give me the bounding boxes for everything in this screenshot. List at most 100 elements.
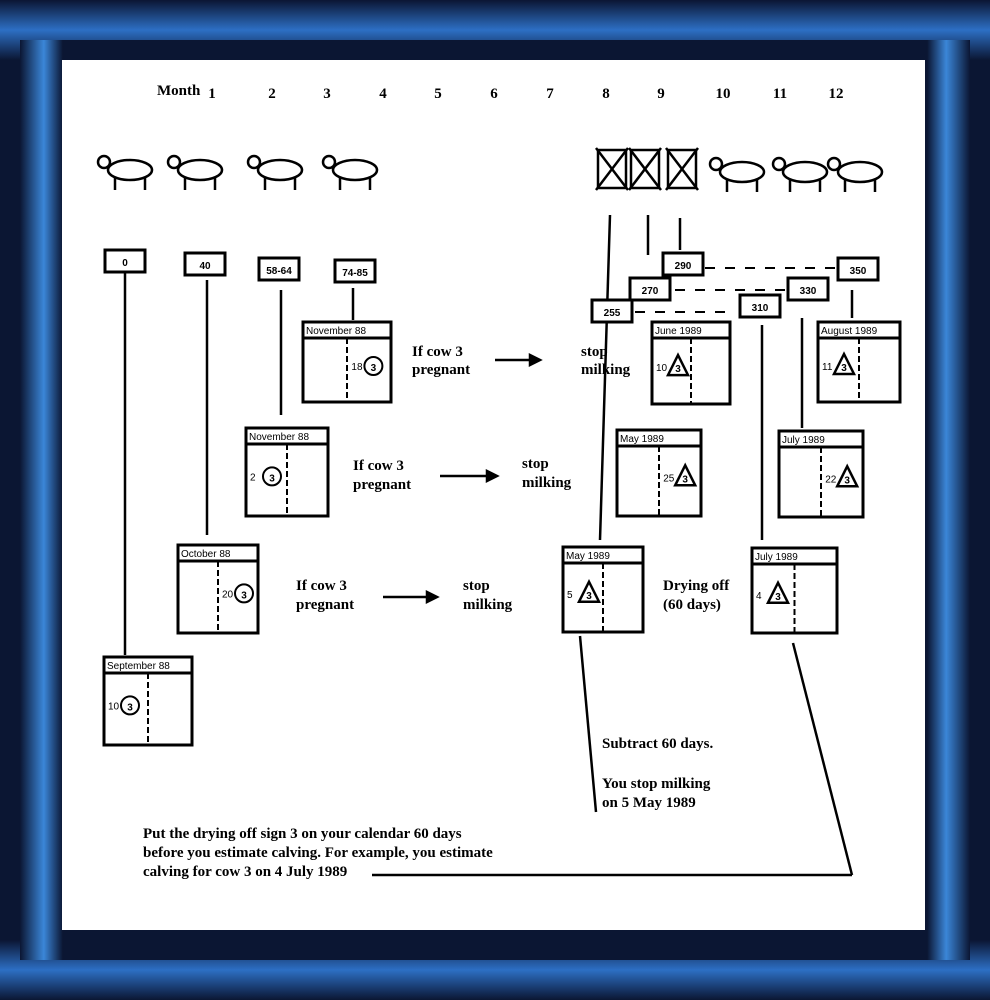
notes: If cow 3 pregnant stop milking If cow 3 …: [143, 344, 730, 880]
calendar-day: 10: [108, 701, 120, 712]
calendar-day: 11: [822, 362, 833, 373]
month-number: 6: [490, 86, 498, 102]
month-number: 10: [716, 86, 731, 102]
sign-number: 3: [682, 474, 688, 485]
day-tag: 270: [642, 286, 659, 297]
sign-number: 3: [241, 590, 247, 601]
sign-number: 3: [844, 475, 850, 486]
calendar-page: July 1989 4 3: [750, 546, 839, 635]
calendar-month: July 1989: [782, 435, 825, 446]
service-sign-icon: [363, 356, 384, 376]
footer-line-2: before you estimate calving. For example…: [143, 845, 493, 861]
calendar-month: June 1989: [655, 326, 702, 337]
day-tag-box: [333, 258, 377, 284]
day-tag: 350: [850, 266, 867, 277]
calendar-day: 2: [250, 472, 256, 483]
calendar-month: October 88: [181, 549, 231, 560]
calendar-month: May 1989: [620, 434, 664, 445]
day-tag-box: [786, 276, 830, 302]
month-number: 8: [602, 86, 610, 102]
calendar-month: May 1989: [566, 551, 610, 562]
sign-number: 3: [127, 702, 133, 713]
cow-icon: [246, 154, 304, 190]
day-tag: 0: [122, 258, 128, 269]
crossed-out-cow-icon: [595, 147, 629, 191]
month-number: 12: [829, 86, 844, 102]
day-tag-box: [628, 276, 672, 302]
month-number: 2: [268, 86, 276, 102]
cow-icon: [166, 154, 224, 190]
note-drying-off: Drying off: [663, 578, 730, 594]
drying-off-sign-icon: [765, 579, 791, 604]
footer-line-3: calving for cow 3 on 4 July 1989: [143, 864, 347, 880]
note-if-cow: If cow 3: [412, 344, 463, 360]
calendar-day: 10: [656, 363, 668, 374]
month-number: 5: [434, 86, 442, 102]
sign-number: 3: [775, 592, 781, 603]
day-tag-box: [590, 298, 634, 324]
note-subtract: Subtract 60 days.: [602, 736, 714, 752]
month-number: 1: [208, 86, 216, 102]
note-milking: milking: [581, 362, 631, 378]
month-number: 7: [546, 86, 554, 102]
note-pregnant: pregnant: [296, 597, 354, 613]
month-number: 4: [379, 86, 387, 102]
calendar-day: 20: [222, 589, 234, 600]
calendar-day: 18: [351, 362, 363, 373]
sign-number: 3: [586, 591, 592, 602]
service-sign-icon: [262, 466, 282, 487]
calendar-day: 25: [663, 473, 675, 484]
sign-number: 3: [269, 473, 275, 484]
day-tag-box: [103, 248, 147, 274]
footer-line-1: Put the drying off sign 3 on your calend…: [143, 826, 462, 842]
sign-number: 3: [841, 363, 847, 374]
sign-number: 3: [371, 363, 377, 374]
day-tag: 40: [199, 261, 211, 272]
note-date: on 5 May 1989: [602, 795, 696, 811]
calendar-day: 22: [825, 474, 837, 485]
calendar-day: 4: [756, 591, 762, 602]
note-if-cow: If cow 3: [353, 458, 404, 474]
cow-illustrations: [96, 147, 884, 192]
sign-number: 3: [675, 364, 681, 375]
calendar-month: July 1989: [755, 552, 798, 563]
day-tag: 310: [752, 303, 769, 314]
day-tag-box: [738, 293, 782, 319]
note-milking: milking: [463, 597, 513, 613]
drying-off-sign-icon: [673, 462, 698, 487]
note-if-cow: If cow 3: [296, 578, 347, 594]
calendar-page: June 1989 10 3: [650, 320, 732, 406]
crossed-out-cow-icon: [665, 147, 699, 191]
day-tag: 290: [675, 261, 692, 272]
cow-icon: [708, 156, 766, 192]
note-stop: stop: [522, 456, 549, 472]
connector-lines: [123, 214, 854, 877]
calendar-page: July 1989 22 3: [777, 429, 865, 519]
calendar-page: September 88 10 3: [102, 655, 194, 747]
cow-icon: [771, 156, 829, 192]
drying-off-sign-icon: [576, 578, 602, 603]
calendar-month: September 88: [107, 661, 170, 672]
calendar-page: October 88 20 3: [176, 543, 260, 635]
calendar-day: 5: [567, 590, 573, 601]
day-tag: 255: [604, 308, 621, 319]
day-tag-box: [257, 256, 301, 282]
drying-off-sign-icon: [835, 463, 860, 488]
calendar-page: May 1989 5 3: [561, 545, 645, 634]
crossed-out-cow-icon: [628, 147, 662, 191]
day-tag-box: [836, 256, 880, 282]
cow-icon: [826, 156, 884, 192]
month-number: 3: [323, 86, 331, 102]
day-tag: 74-85: [342, 268, 368, 279]
calendar-page: May 1989 25 3: [615, 428, 703, 518]
day-tag-box: [183, 251, 227, 277]
note-stop: stop: [581, 344, 608, 360]
note-you-stop: You stop milking: [602, 776, 711, 792]
